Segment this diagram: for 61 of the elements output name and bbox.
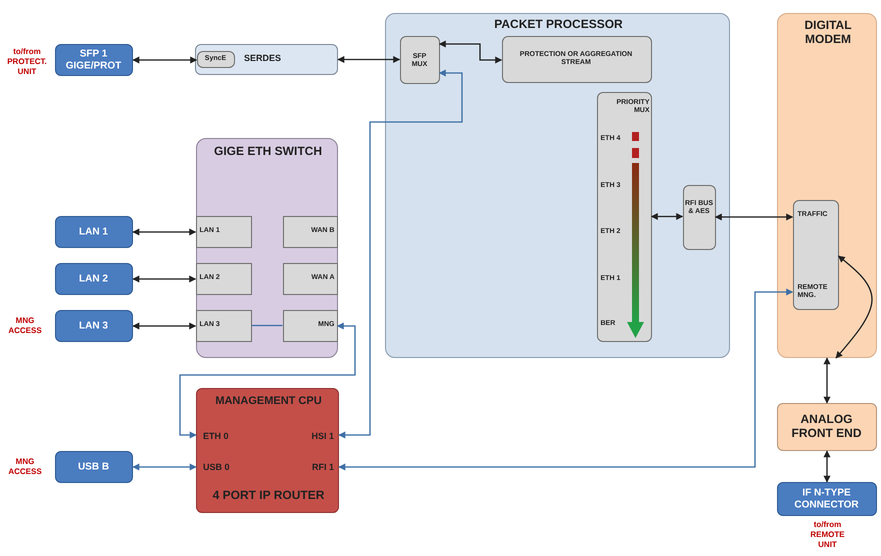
port-box xyxy=(282,216,338,248)
block-box xyxy=(502,36,652,82)
block-label: LAN 3 xyxy=(78,320,109,332)
block-box xyxy=(596,92,652,342)
port-box xyxy=(55,310,133,342)
port-label: RFI 1 xyxy=(310,462,334,472)
arrow xyxy=(836,256,873,359)
port-box xyxy=(55,263,133,295)
arrow xyxy=(714,214,794,220)
port-box xyxy=(282,310,338,342)
arrow xyxy=(337,56,400,63)
block-box xyxy=(682,184,716,250)
port-box xyxy=(196,310,252,342)
arrow xyxy=(132,276,196,282)
arrow xyxy=(132,228,196,236)
arrow xyxy=(824,450,830,483)
block-label: LAN 1 xyxy=(78,226,109,238)
port-label: ETH 0 xyxy=(203,431,230,442)
side-note: to/from REMOTE UNIT xyxy=(809,520,846,550)
arrow xyxy=(132,56,198,64)
port-label: HSI 1 xyxy=(310,431,334,442)
side-note: MNG ACCESS xyxy=(7,457,43,477)
arrow xyxy=(824,357,830,404)
arrow xyxy=(338,70,463,438)
front-end-box xyxy=(777,403,877,451)
arrow xyxy=(132,322,196,330)
port-box xyxy=(55,451,133,483)
arrow xyxy=(650,213,684,220)
arrow xyxy=(132,464,197,470)
port-box xyxy=(777,482,877,516)
port-box xyxy=(55,44,133,76)
connector-line xyxy=(252,324,282,326)
block-box xyxy=(792,200,838,310)
arrow xyxy=(338,288,794,470)
arrow xyxy=(438,40,502,64)
arrow xyxy=(179,322,356,438)
block-box xyxy=(196,50,234,68)
cpu-box xyxy=(196,388,339,513)
block-label: SERDES xyxy=(244,53,282,64)
side-note: MNG ACCESS xyxy=(7,316,43,336)
serdes-box xyxy=(195,44,338,75)
port-box xyxy=(282,262,338,294)
block-label: SFP 1 GIGE/PROT xyxy=(64,48,122,72)
panel-title: DIGITAL MODEM xyxy=(803,19,853,47)
block-label: ANALOG FRONT END xyxy=(790,413,862,441)
port-box xyxy=(196,262,252,294)
processor-panel xyxy=(385,13,730,358)
switch-panel xyxy=(196,138,338,358)
panel-subtitle: 4 PORT IP ROUTER xyxy=(212,489,326,503)
panel-title: PACKET PROCESSOR xyxy=(493,18,624,32)
block-label: LAN 2 xyxy=(78,273,109,285)
block-label: USB B xyxy=(76,461,110,473)
panel-title: MANAGEMENT CPU xyxy=(214,395,323,408)
port-box xyxy=(196,216,252,248)
block-label: IF N-TYPE CONNECTOR xyxy=(793,488,860,510)
side-note: to/from PROTECT. UNIT xyxy=(6,47,48,77)
modem-panel xyxy=(777,13,877,358)
block-box xyxy=(400,36,440,84)
panel-title: GIGE ETH SWITCH xyxy=(213,145,323,159)
port-box xyxy=(55,216,133,248)
port-label: USB 0 xyxy=(203,462,231,472)
